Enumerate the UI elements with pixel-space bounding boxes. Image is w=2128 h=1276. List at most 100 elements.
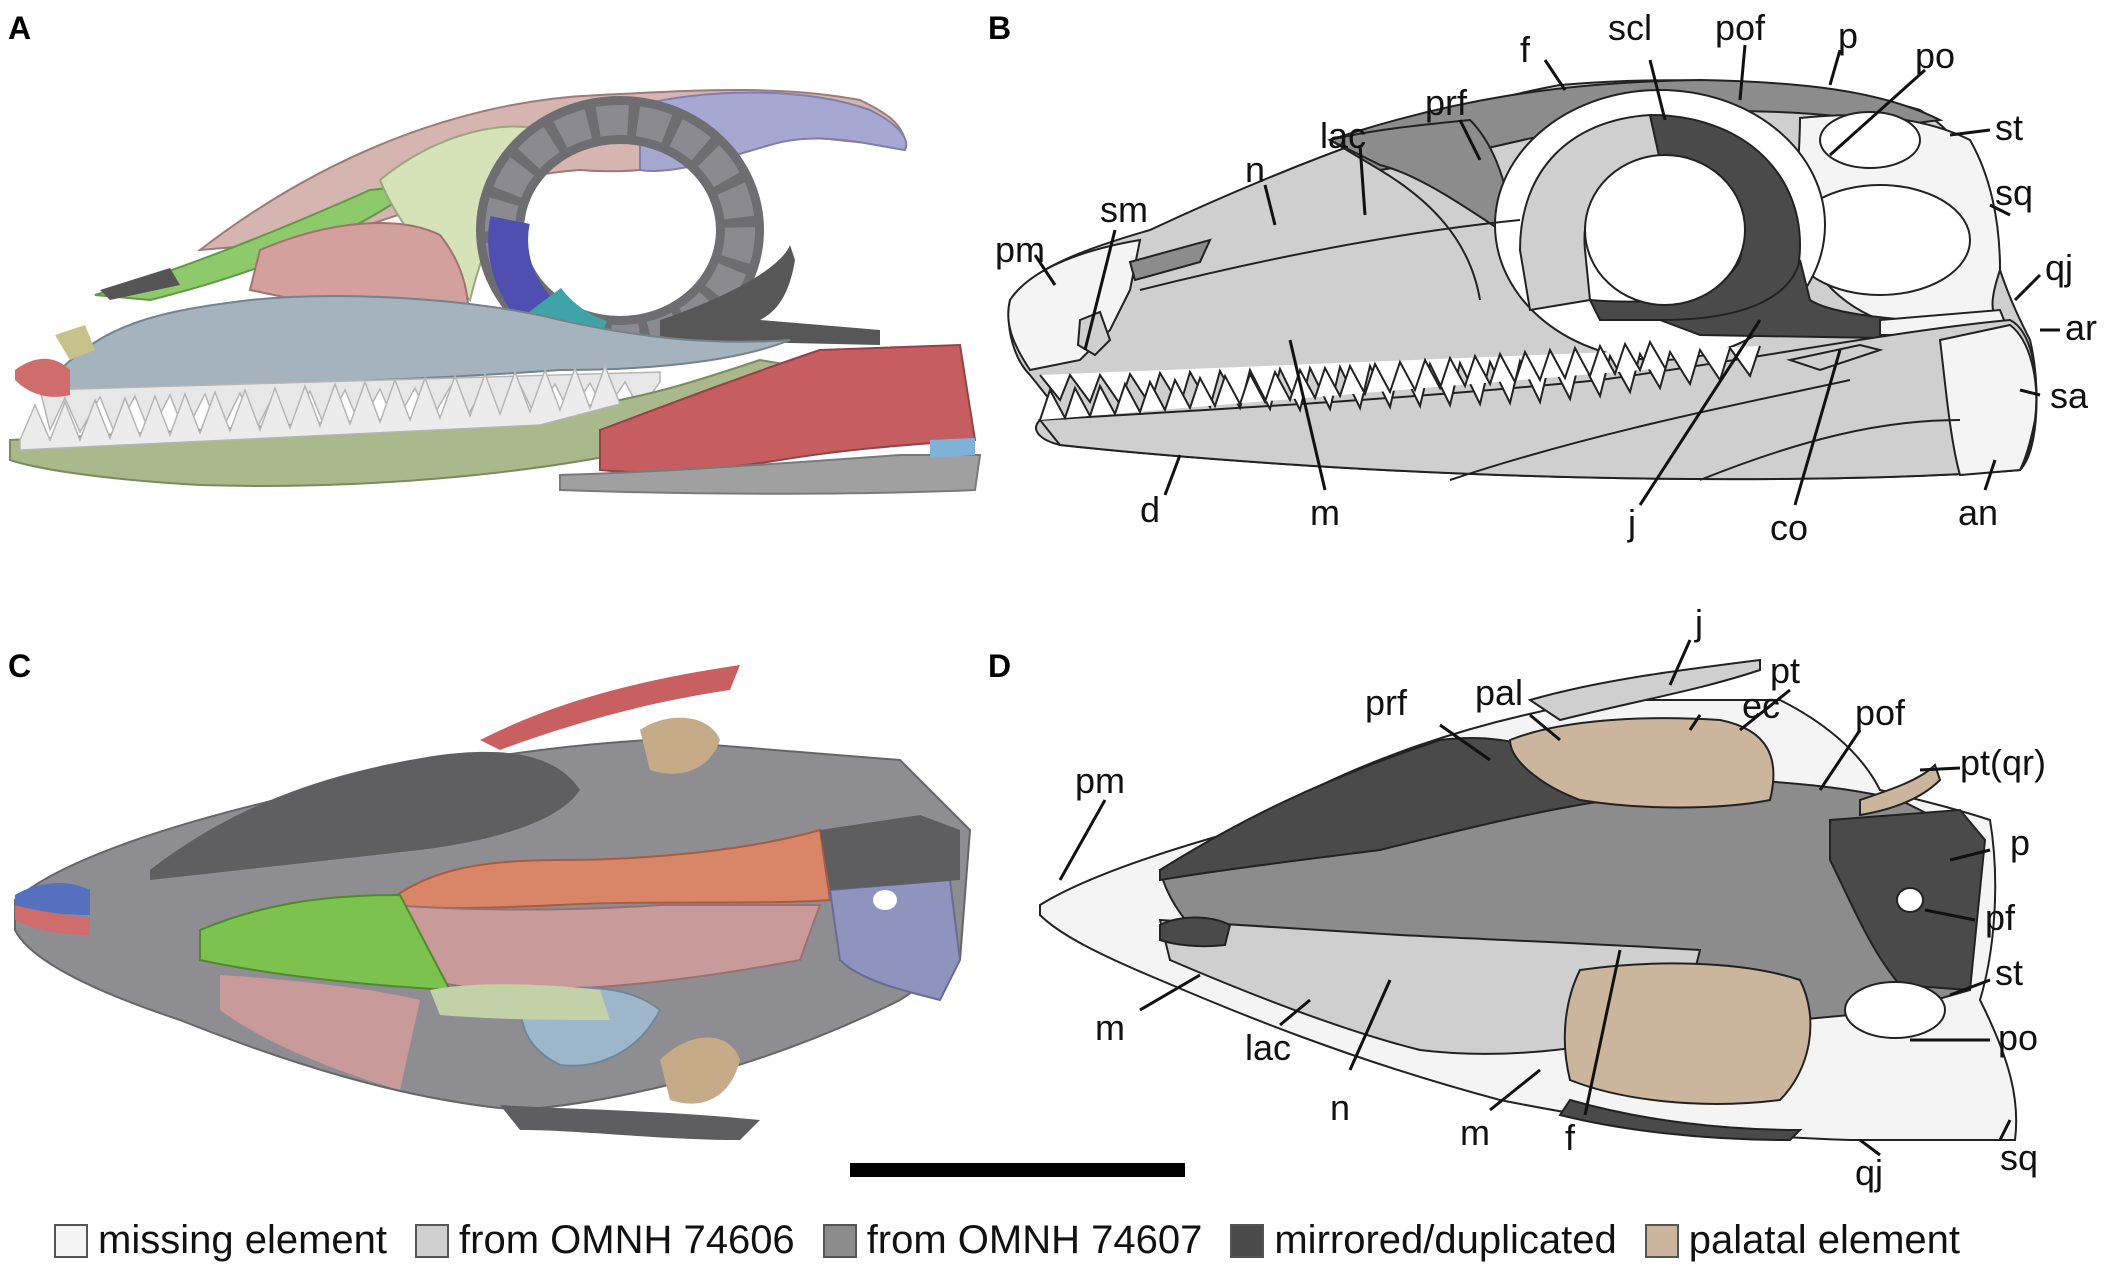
d-label-st: st	[1995, 952, 2023, 993]
a-premaxilla	[15, 358, 70, 397]
d-label-prf: prf	[1365, 682, 1408, 723]
b-label-po: po	[1915, 35, 1955, 76]
legend-item-74607: from OMNH 74607	[822, 1218, 1203, 1263]
panel-d-labels: j pal prf pt ec pof pt(qr) pm p pf st po…	[1058, 602, 2046, 1193]
d-label-qj: qj	[1855, 1152, 1883, 1193]
legend-item-palatal: palatal element	[1644, 1218, 1961, 1263]
d-label-pt: pt	[1770, 650, 1800, 691]
d-label-m1: m	[1095, 1007, 1125, 1048]
panel-letter-b: B	[988, 10, 1012, 46]
b-label-pof: pof	[1715, 7, 1766, 48]
legend-swatch-74606	[415, 1223, 450, 1258]
b-label-sm: sm	[1100, 189, 1148, 230]
d-label-pm: pm	[1075, 760, 1125, 801]
c-palatal-top	[640, 717, 720, 774]
legend-swatch-missing	[54, 1223, 88, 1258]
b-label-p: p	[1838, 15, 1858, 56]
legend-label-74606: from OMNH 74606	[459, 1218, 795, 1262]
d-label-m2: m	[1460, 1112, 1490, 1153]
legend-label-74607: from OMNH 74607	[866, 1218, 1203, 1262]
a-jugal	[660, 245, 880, 345]
panel-letter-c: C	[8, 648, 32, 684]
d-label-pof: pof	[1855, 692, 1906, 733]
b-label-scl: scl	[1608, 7, 1652, 48]
a-blue-chip	[930, 438, 975, 458]
c-pineal	[873, 890, 897, 910]
d-label-j: j	[1694, 602, 1703, 643]
panel-b-drawing	[1007, 78, 2038, 481]
a-dark-piece	[100, 268, 180, 300]
panel-letter-d: D	[988, 648, 1012, 684]
b-label-sq: sq	[1995, 172, 2033, 213]
d-label-pal: pal	[1475, 672, 1523, 713]
a-premax-yellow	[55, 325, 95, 360]
legend-item-missing: missing element	[54, 1218, 387, 1263]
legend-item-mirrored: mirrored/duplicated	[1230, 1218, 1617, 1263]
d-postorbital	[1844, 981, 1946, 1039]
d-jugal-top	[1527, 658, 1761, 722]
legend-label-mirrored: mirrored/duplicated	[1274, 1218, 1617, 1262]
c-parietal-top	[820, 815, 960, 890]
b-scleral-hole	[1584, 154, 1746, 306]
figure-canvas: f scl pof p po prf lac n st sq sm pm qj …	[9, 7, 2097, 1193]
c-parietal	[828, 878, 962, 1002]
panel-b-labels: f scl pof p po prf lac n st sq sm pm qj …	[995, 7, 2097, 548]
legend-swatch-palatal	[1644, 1223, 1679, 1258]
b-premaxilla	[1007, 238, 1142, 372]
d-label-po: po	[1998, 1017, 2038, 1058]
b-lower-teeth	[1039, 339, 1666, 421]
d-label-sq: sq	[2000, 1137, 2038, 1178]
a-angular	[559, 454, 982, 495]
legend-swatch-74607	[822, 1223, 857, 1258]
b-label-j: j	[1627, 502, 1636, 543]
legend-swatch-mirrored	[1230, 1223, 1265, 1258]
d-label-pf: pf	[1985, 897, 2016, 938]
b-label-sa: sa	[2050, 375, 2089, 416]
d-label-pt-qr: pt(qr)	[1960, 742, 2046, 783]
panel-d-drawing	[1039, 658, 2018, 1142]
d-ptqr	[1859, 763, 1942, 817]
d-snout-dark	[1159, 916, 1232, 948]
panel-a-render	[9, 89, 982, 495]
b-label-an: an	[1958, 492, 1998, 533]
d-label-f: f	[1565, 1117, 1576, 1158]
b-label-st: st	[1995, 107, 2023, 148]
b-label-f: f	[1520, 29, 1531, 70]
c-jugal-bottom	[500, 1105, 760, 1140]
c-frontal	[389, 828, 832, 910]
b-label-prf: prf	[1425, 82, 1468, 123]
c-palegreen	[430, 984, 610, 1020]
panel-letter-a: A	[8, 10, 32, 46]
b-label-co: co	[1770, 507, 1808, 548]
b-label-pm: pm	[995, 229, 1045, 270]
b-label-m: m	[1310, 492, 1340, 533]
b-label-ar: ar	[2065, 307, 2097, 348]
b-label-qj: qj	[2045, 247, 2073, 288]
c-snout-blue	[15, 883, 90, 915]
panel-c-render	[14, 665, 972, 1140]
c-dark-left	[150, 751, 580, 880]
scale-bar	[850, 1163, 1185, 1177]
c-snout-red	[15, 905, 90, 935]
d-palatal-upper	[1508, 717, 1775, 809]
d-label-n: n	[1330, 1087, 1350, 1128]
b-nasal-dark	[1128, 238, 1212, 282]
legend-label-missing: missing element	[98, 1218, 388, 1262]
b-coronoid	[1786, 343, 1884, 372]
b-label-n: n	[1245, 149, 1265, 190]
legend: missing element from OMNH 74606 from OMN…	[54, 1218, 1988, 1263]
c-palatal-bottom	[660, 1037, 740, 1104]
legend-item-74606: from OMNH 74606	[415, 1218, 795, 1263]
b-label-lac: lac	[1320, 115, 1366, 156]
c-lacrimal-lower	[220, 975, 420, 1090]
d-label-ec: ec	[1742, 685, 1780, 726]
legend-label-palatal: palatal element	[1688, 1218, 1961, 1262]
d-label-lac: lac	[1245, 1027, 1291, 1068]
a-lower-teeth	[19, 363, 622, 451]
d-label-p: p	[2010, 822, 2030, 863]
b-fenestra-upper	[1819, 111, 1921, 169]
d-jugal-bottom	[1558, 1098, 1803, 1142]
c-frontal-lower	[389, 903, 822, 992]
b-label-d: d	[1140, 489, 1160, 530]
d-pineal	[1896, 887, 1924, 913]
